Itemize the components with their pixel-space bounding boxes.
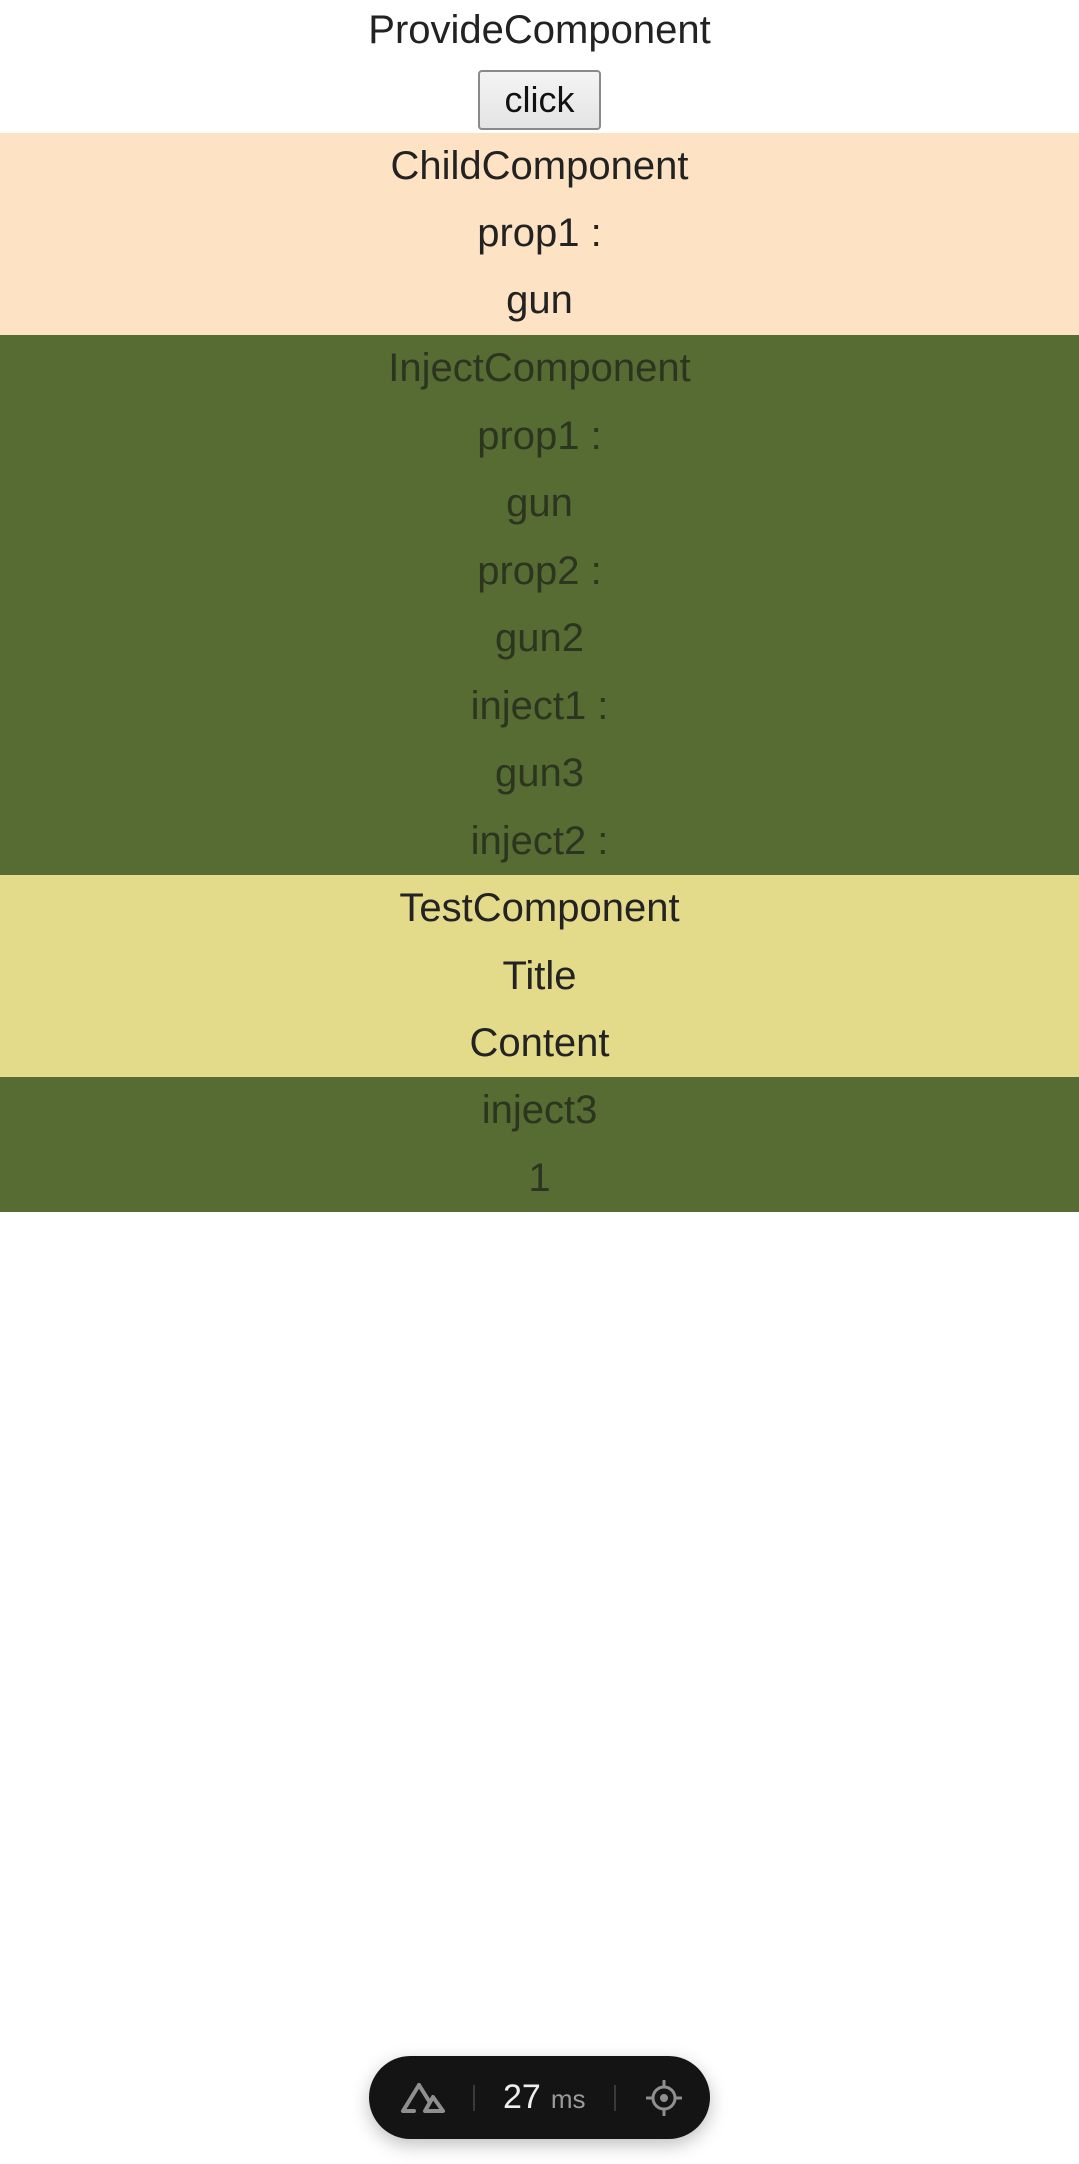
devtools-divider [613,2084,616,2111]
provide-component-title: ProvideComponent [368,8,711,52]
test-content: Content [469,1021,610,1065]
inject2-label: inject2 : [470,818,609,863]
inject-prop1-label: prop1 : [477,413,602,458]
inject-component: InjectComponent prop1 : gun prop2 : gun2… [0,335,1079,875]
inject3-value: 1 [528,1155,551,1200]
test-heading: Title [502,953,577,998]
test-component-title: TestComponent [399,886,680,930]
crosshair-svg [645,2079,682,2116]
timing-value: 27 [503,2078,541,2116]
click-button-wrap: click [0,60,1079,133]
child-component-title: ChildComponent [390,144,689,188]
inject1-value: gun3 [495,751,584,795]
test-component: TestComponent Title Content [0,875,1079,1077]
nuxt-logo-svg [401,2082,445,2113]
inject-prop2-value: gun2 [495,616,584,660]
nuxt-devtools-bar: 27 ms [369,2056,710,2139]
inject-component-title: InjectComponent [388,346,691,390]
crosshair-icon[interactable] [644,2078,684,2118]
child-component: ChildComponent prop1 : gun [0,133,1079,335]
click-button[interactable]: click [478,70,601,130]
provide-component: ProvideComponent click [0,0,1079,133]
child-prop1-value: gun [506,278,573,322]
inject1-label: inject1 : [470,683,609,728]
devtools-divider [473,2084,475,2111]
timing-unit: ms [550,2084,586,2114]
inject-prop2-label: prop2 : [477,548,602,593]
child-prop1-label: prop1 : [477,211,602,255]
inject3-label: inject3 [481,1088,598,1132]
nuxt-logo-icon[interactable] [397,2078,449,2118]
inject3-section: inject3 1 [0,1077,1079,1212]
render-timing[interactable]: 27 ms [503,2078,586,2117]
inject-prop1-value: gun [506,481,573,525]
